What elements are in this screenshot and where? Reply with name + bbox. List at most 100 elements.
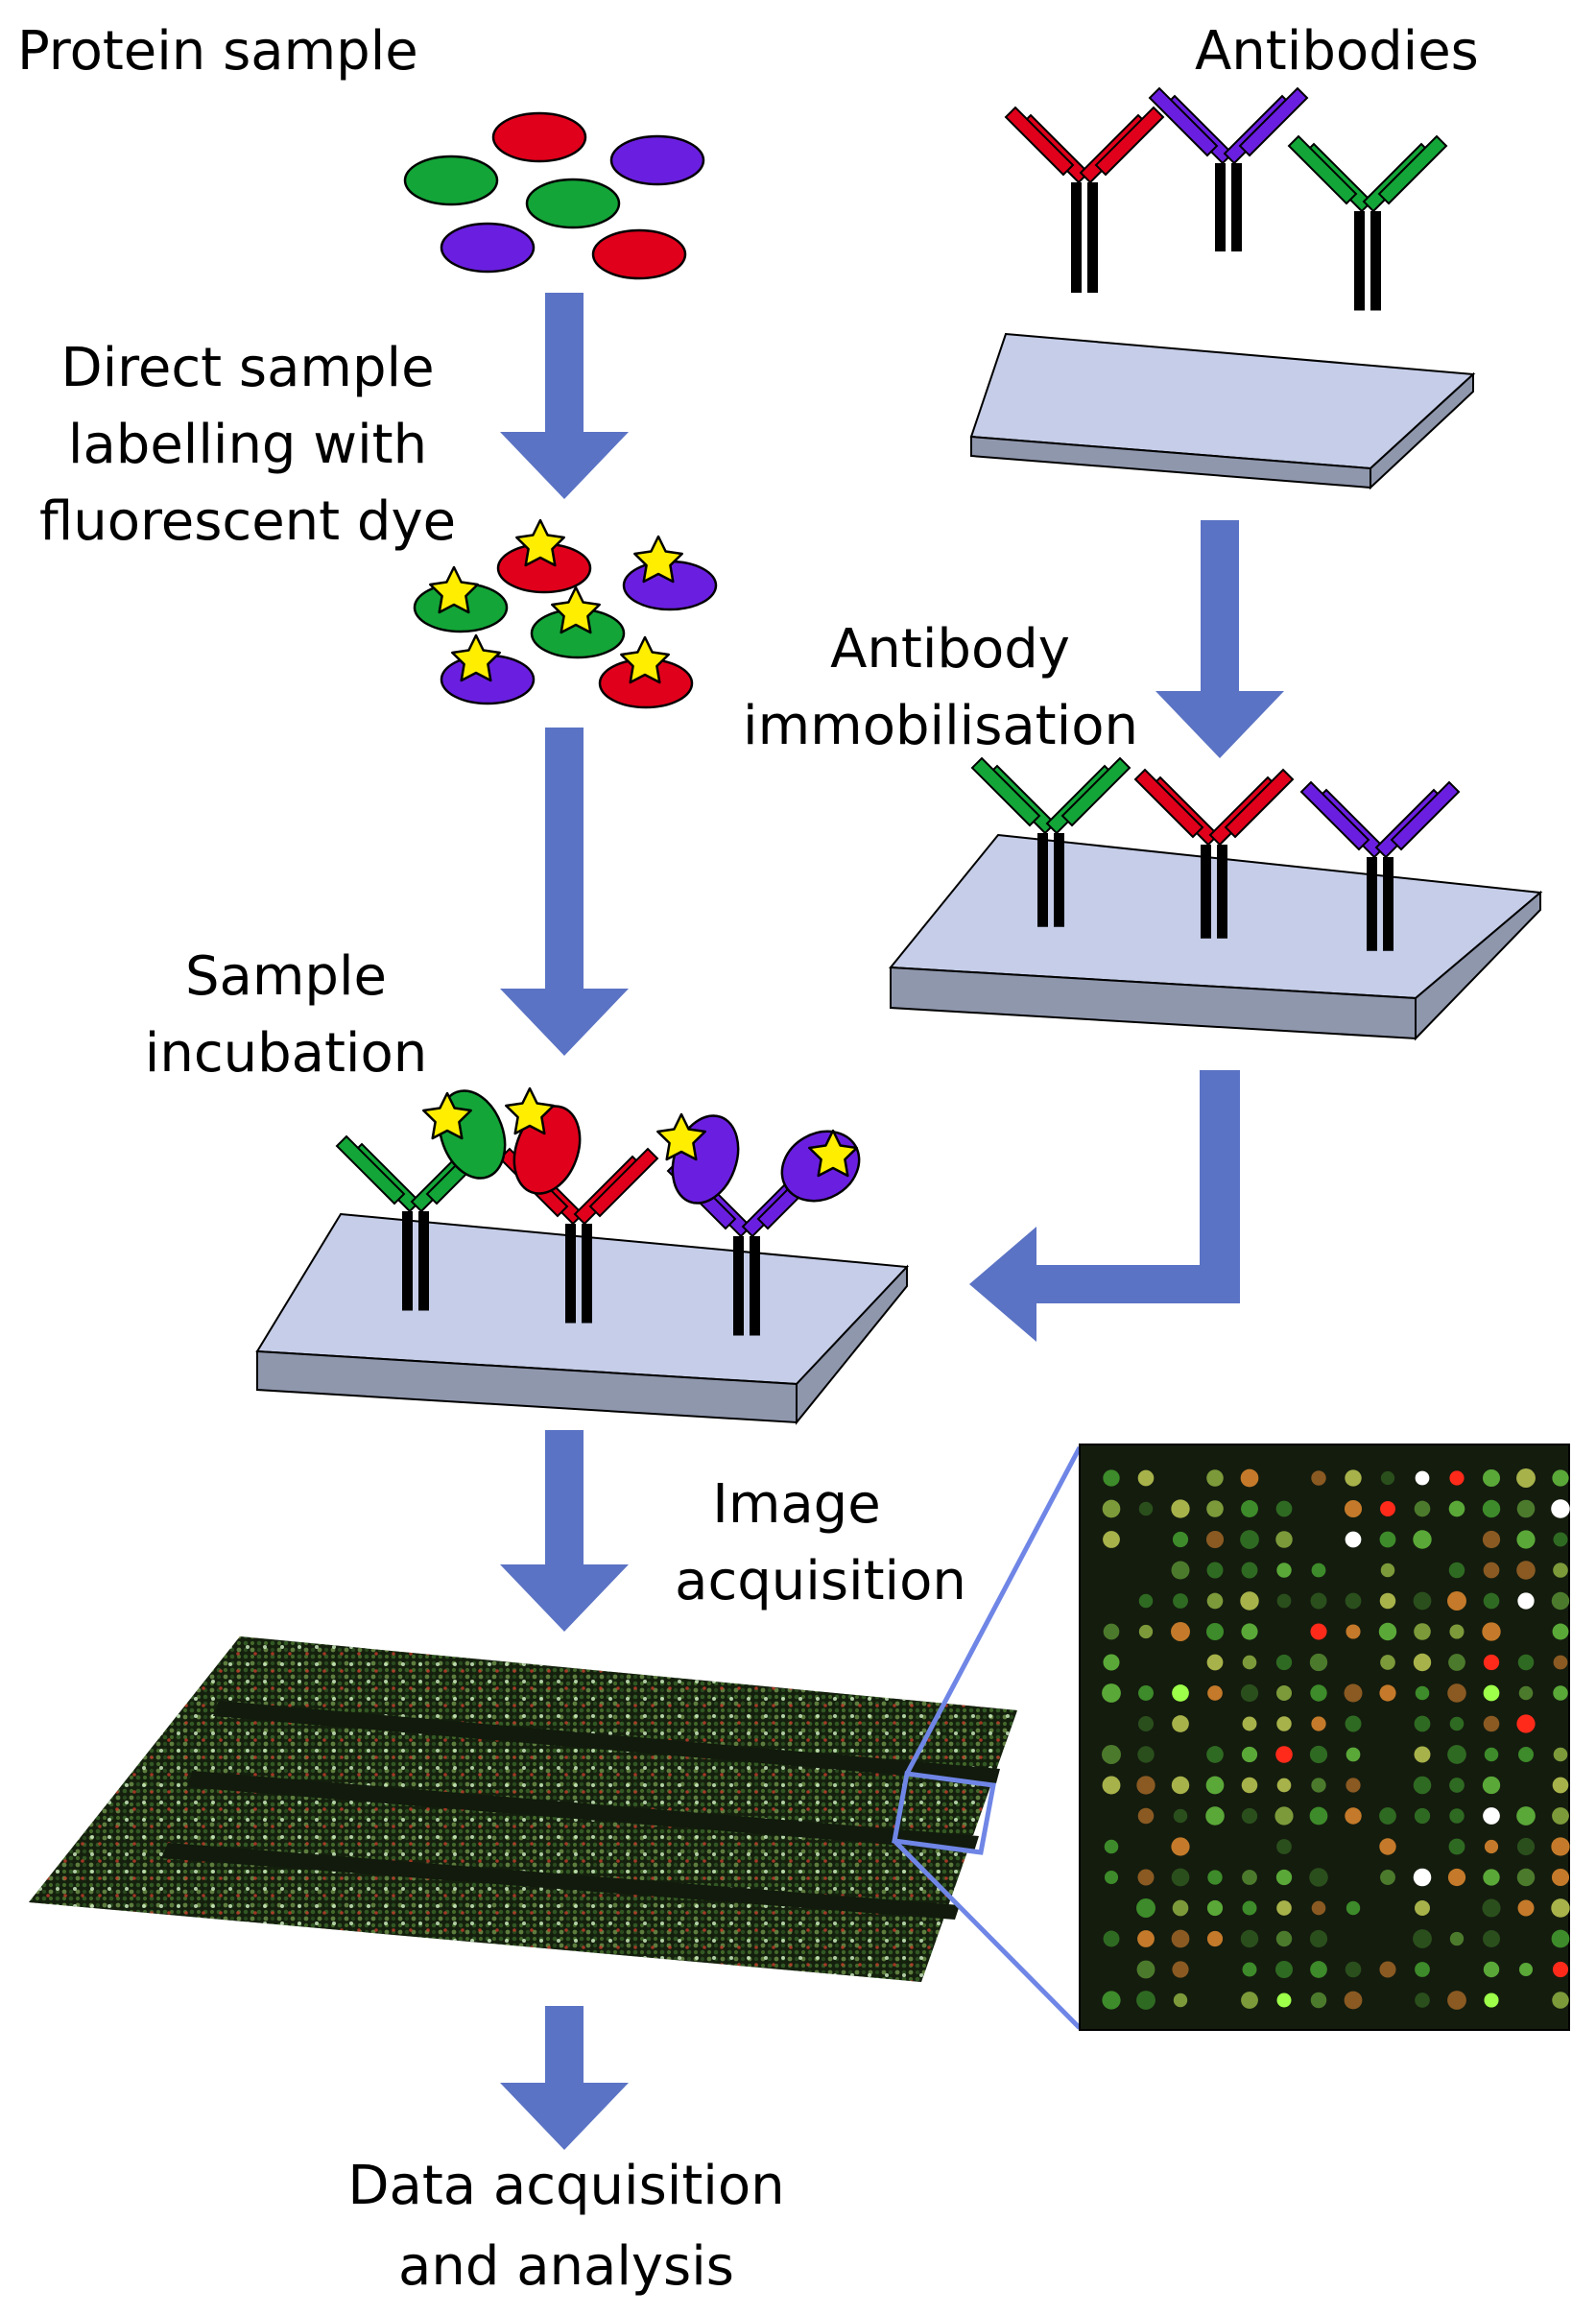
array-spot <box>1240 1683 1259 1703</box>
zoom-line-bottom <box>893 1839 1082 2030</box>
array-spot <box>1448 1838 1465 1855</box>
array-spot <box>1345 1531 1362 1548</box>
array-spot <box>1379 1684 1396 1702</box>
array-spot <box>1310 1623 1327 1640</box>
array-spot <box>1310 1961 1327 1978</box>
array-spot <box>1483 1930 1500 1947</box>
array-spot <box>1553 1747 1568 1762</box>
array-spot <box>1206 1930 1224 1947</box>
array-spot <box>1379 1592 1396 1610</box>
label-incubation-line1: Sample <box>185 945 387 1008</box>
array-spot <box>1207 1685 1223 1701</box>
bound-protein-red <box>512 1105 582 1195</box>
array-spot <box>1484 1993 1499 2008</box>
array-spot <box>1309 1653 1328 1672</box>
array-spot <box>1138 1593 1154 1609</box>
array-spot <box>1551 1837 1570 1856</box>
array-spot <box>1552 1807 1569 1825</box>
array-spot <box>1274 1806 1294 1826</box>
array-spot <box>1414 1746 1431 1763</box>
array-spot <box>1276 1900 1292 1916</box>
labelled-protein-cluster <box>413 518 718 709</box>
array-spot <box>1415 1900 1430 1916</box>
label-labelling-line3: fluorescent dye <box>39 490 456 553</box>
array-spot <box>1242 1655 1257 1670</box>
array-spot <box>1552 1992 1569 2009</box>
label-labelling-line1: Direct sample <box>60 337 434 399</box>
array-spot <box>1102 1499 1121 1518</box>
array-spot <box>1483 1807 1500 1825</box>
arrow-labelled-to-incubation <box>500 728 629 1056</box>
array-spot <box>1413 1653 1432 1672</box>
array-spot <box>1447 1591 1466 1611</box>
array-spot <box>1138 1685 1154 1701</box>
array-spot <box>1137 1807 1155 1825</box>
array-spot <box>1553 1685 1568 1701</box>
array-spot <box>1413 1868 1432 1887</box>
protein-green <box>525 178 621 229</box>
array-spot <box>1311 1563 1326 1578</box>
scanned-microarray-slide <box>29 1445 1083 2030</box>
array-spot <box>1173 1993 1188 2008</box>
array-spot <box>1553 1532 1568 1547</box>
array-spot <box>1240 1929 1259 1948</box>
array-spot <box>1516 1561 1536 1580</box>
array-spot <box>1516 1868 1536 1887</box>
array-spot <box>1241 1623 1258 1640</box>
array-spot <box>1275 1930 1293 1947</box>
array-spot <box>1345 1961 1362 1978</box>
array-spot <box>1172 1899 1189 1917</box>
array-spot <box>1482 1898 1501 1918</box>
array-spot <box>1276 1716 1292 1731</box>
array-spot <box>1102 1991 1121 2010</box>
array-spot <box>1379 1838 1396 1855</box>
array-spot <box>1483 1592 1500 1610</box>
array-spot <box>1103 1469 1120 1487</box>
array-spot <box>1516 1468 1536 1488</box>
array-spot <box>1136 1991 1155 2010</box>
array-spot <box>1415 1685 1430 1701</box>
label-immobilisation-line1: Antibody <box>830 618 1070 680</box>
array-spot <box>1171 1561 1190 1580</box>
array-spot <box>1379 1961 1396 1978</box>
array-spot <box>1518 1962 1534 1977</box>
array-spot <box>1242 1716 1257 1731</box>
array-spot <box>1447 1745 1466 1764</box>
protein-red <box>591 228 687 280</box>
array-spot <box>1206 1654 1224 1671</box>
arrow-protein-to-labelled <box>500 293 629 499</box>
array-spot <box>1171 1837 1190 1856</box>
antibody-green <box>1288 135 1447 311</box>
array-spot <box>1414 1807 1431 1825</box>
array-spot <box>1136 1960 1155 1979</box>
array-spot <box>1449 1470 1465 1486</box>
label-antibodies: Antibodies <box>1195 20 1479 83</box>
array-spot <box>1414 1623 1431 1640</box>
array-spot <box>1484 1747 1499 1762</box>
array-spot <box>1311 1900 1326 1916</box>
protein-green <box>403 155 499 206</box>
array-spot <box>1516 1837 1536 1856</box>
array-spot <box>1276 1563 1292 1578</box>
label-labelling-line2: labelling with <box>68 414 427 476</box>
array-spot <box>1102 1683 1121 1703</box>
array-spot <box>1275 1684 1293 1702</box>
array-spot <box>1552 1777 1569 1794</box>
array-spot <box>1241 1562 1258 1579</box>
array-spot <box>1242 1900 1257 1916</box>
array-spot <box>1346 1747 1361 1762</box>
array-spot <box>1310 1992 1327 2009</box>
array-spot <box>1173 1808 1188 1824</box>
array-spot <box>1276 1593 1292 1609</box>
array-spot <box>1413 1776 1432 1795</box>
blank-slide <box>969 332 1476 490</box>
array-spot <box>1518 1747 1534 1762</box>
array-spot <box>1276 1778 1292 1793</box>
array-spot <box>1344 1683 1363 1703</box>
array-spot <box>1517 1592 1535 1610</box>
array-spot <box>1137 1746 1155 1763</box>
array-spot <box>1309 1929 1328 1948</box>
array-spot <box>1482 1499 1501 1518</box>
array-spot <box>1172 1715 1189 1732</box>
